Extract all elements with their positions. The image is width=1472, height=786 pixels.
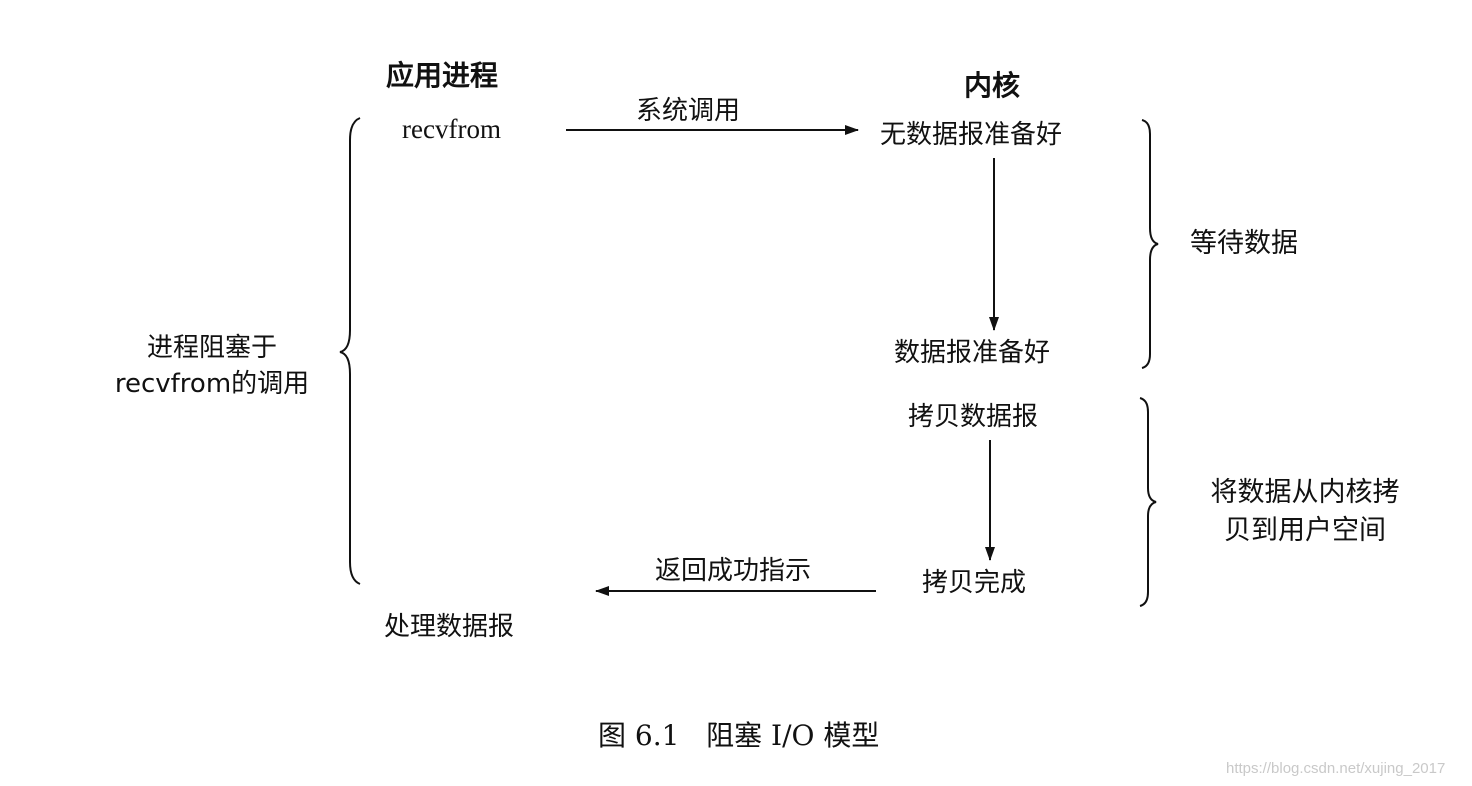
copy-phase-line2: 贝到用户空间 [1224, 515, 1386, 546]
blocked-brace [339, 117, 361, 585]
blocked-note-line1: 进程阻塞于 [146, 333, 277, 363]
copy-complete-label: 拷贝完成 [922, 568, 1027, 598]
datagram-ready-label: 数据报准备好 [894, 338, 1051, 368]
wait-for-data-label: 等待数据 [1190, 228, 1298, 259]
copy-phase-line1: 将数据从内核拷 [1210, 477, 1400, 508]
process-datagram-label: 处理数据报 [384, 612, 515, 642]
copy-brace [1139, 397, 1157, 607]
figure-caption: 图 6.1 阻塞 I/O 模型 [598, 719, 880, 752]
copy-datagram-label: 拷贝数据报 [908, 402, 1039, 432]
recvfrom-label: recvfrom [402, 114, 501, 144]
blocked-note: 进程阻塞于 recvfrom的调用 [92, 330, 332, 402]
watermark: https://blog.csdn.net/xujing_2017 [1226, 760, 1446, 777]
system-call-label: 系统调用 [636, 96, 741, 126]
return-success-label: 返回成功指示 [655, 556, 812, 586]
copy-phase-note: 将数据从内核拷 贝到用户空间 [1180, 474, 1430, 550]
app-process-header: 应用进程 [386, 59, 499, 92]
blocked-note-line2: recvfrom的调用 [114, 369, 310, 399]
kernel-header: 内核 [964, 69, 1021, 102]
no-datagram-ready-label: 无数据报准备好 [880, 120, 1063, 150]
wait-brace [1141, 119, 1159, 369]
